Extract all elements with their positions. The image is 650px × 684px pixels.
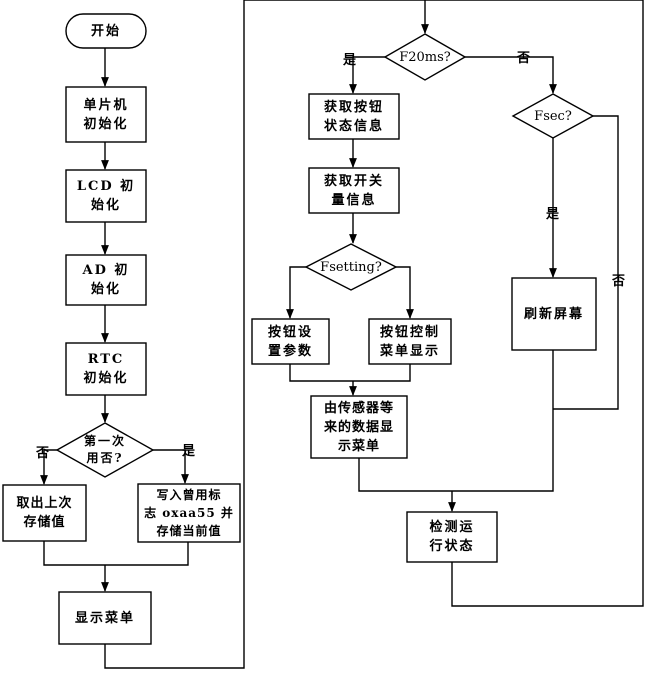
show-menu-label: 显示菜单 — [74, 610, 135, 626]
f20ms-label: F20ms? — [399, 49, 451, 65]
check-status-label: 检测运 行状态 — [429, 520, 475, 554]
read-last-label: 取出上次 存储值 — [16, 496, 73, 530]
f20ms-diamond — [383, 33, 467, 81]
get-button-label: 获取按钮 状态信息 — [323, 99, 384, 134]
get-switch-box — [308, 167, 400, 214]
get-button-box — [308, 93, 400, 140]
fsetting-diamond — [304, 243, 398, 291]
read-last-box — [2, 484, 87, 542]
fsec-yes-label: 是 — [546, 207, 560, 222]
rtc-init-label: RTC 初始化 — [83, 352, 129, 386]
refresh-label: 刷新屏幕 — [523, 306, 584, 322]
f20ms-no-label: 否 — [517, 51, 531, 66]
fsec-no-label: 否 — [612, 274, 626, 289]
get-switch-label: 获取开关 量信息 — [323, 173, 384, 208]
first-use-no-label: 否 — [36, 446, 50, 461]
mcu-init-label: 单片机 初始化 — [83, 97, 129, 132]
button-menu-box — [368, 318, 452, 365]
first-use-label: 第一次 用否? — [83, 434, 126, 465]
lcd-init-box — [65, 169, 147, 223]
show-menu-box — [58, 591, 152, 645]
ad-init-box — [65, 254, 147, 306]
ad-init-label: AD 初 始化 — [82, 263, 130, 297]
fsec-label: Fsec? — [534, 108, 572, 124]
sensor-menu-box — [310, 395, 408, 459]
start-terminal-shape — [65, 13, 147, 49]
button-menu-label: 按钮控制 菜单显示 — [379, 324, 440, 359]
first-use-diamond — [55, 422, 155, 478]
write-flag-box — [137, 483, 241, 543]
write-flag-label: 写入曾用标 志 oxaa55 并 存储当前值 — [144, 488, 234, 538]
fsetting-label: Fsetting? — [320, 259, 382, 275]
f20ms-yes-label: 是 — [343, 53, 357, 68]
button-setup-label: 按钮设 置参数 — [267, 324, 313, 359]
lcd-init-label: LCD 初 始化 — [76, 179, 136, 213]
mcu-init-box — [65, 86, 147, 143]
start-label: 开始 — [90, 23, 121, 39]
rtc-init-box — [65, 342, 147, 396]
refresh-box — [511, 277, 597, 351]
sensor-menu-label: 由传感器等 来的数据显 示菜单 — [323, 400, 394, 454]
first-use-yes-label: 是 — [182, 444, 196, 459]
